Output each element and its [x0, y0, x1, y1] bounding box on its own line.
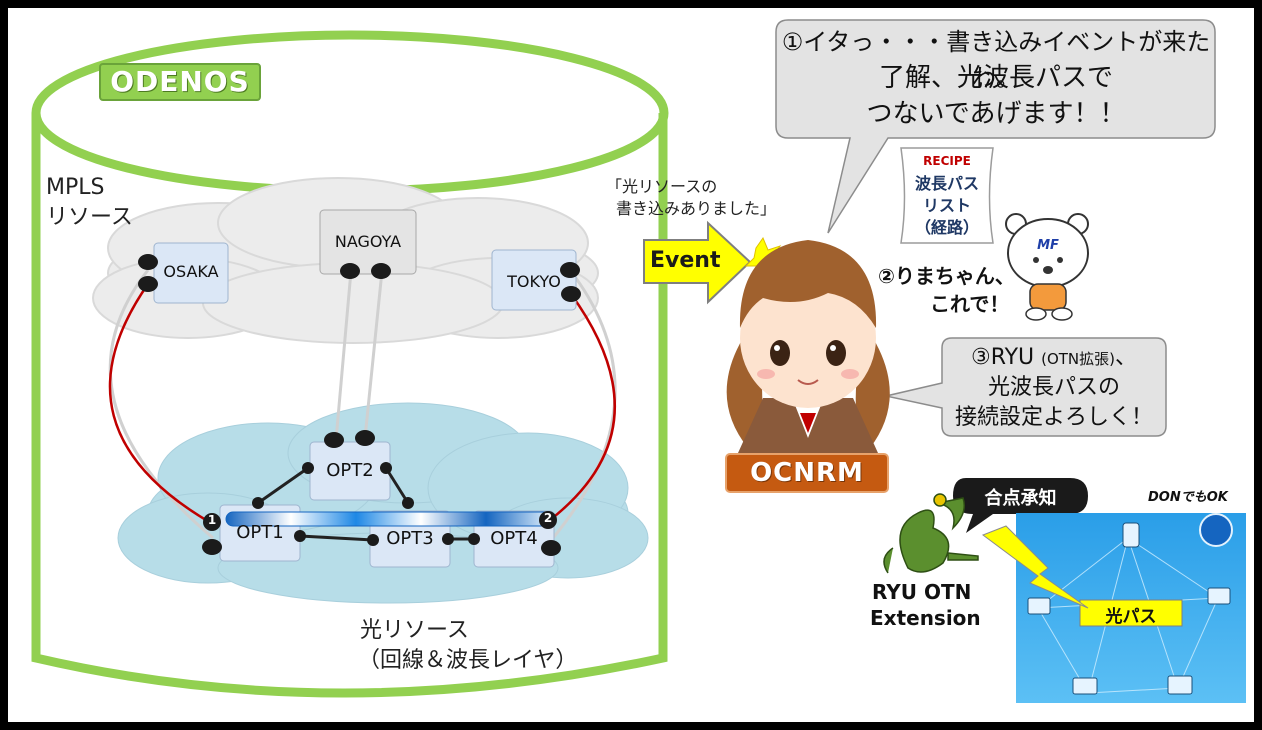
odenos-badge-bg — [99, 63, 261, 101]
event-arrow-label: Event — [650, 248, 721, 273]
red-link-tokyo-opt4 — [549, 293, 616, 521]
ocnrm-badge: OCNRM — [750, 458, 864, 488]
recipe-tag: RECIPE — [923, 154, 971, 168]
recipe-scroll — [900, 147, 994, 244]
node-osaka-box — [153, 242, 229, 304]
ryu-bubble-text: 合点承知 — [984, 488, 1057, 509]
bubble3-line3: 接続設定よろしく！ — [954, 405, 1153, 430]
node-tokyo-box — [491, 249, 577, 311]
network-devices — [1027, 522, 1231, 695]
odenos-cylinder-body — [31, 113, 668, 698]
mf-bear-icon — [1005, 213, 1089, 321]
bubble1-line1: ①イタっ・・・書き込みイベントが来たわ。 — [781, 28, 1211, 92]
step2-line1: ②りまちゃん、 — [878, 264, 1015, 288]
bubble3-shape — [885, 337, 1167, 437]
node-nagoya-label: NAGOYA — [334, 232, 402, 251]
port-marker-1: 1 — [207, 513, 217, 527]
port-marker-2: 2 — [543, 511, 553, 525]
red-link-osaka-opt1 — [108, 283, 212, 525]
ryu-label-line1: RYU OTN — [872, 580, 972, 604]
optical-path-box — [1079, 599, 1183, 627]
node-opt3-label: OPT3 — [386, 528, 434, 549]
event-arrow — [643, 220, 752, 305]
optical-path-label: 光パス — [1105, 607, 1157, 627]
node-opt4-label: OPT4 — [490, 528, 538, 549]
ocnrm-badge-bg — [725, 453, 889, 493]
step2-line2: これで！ — [930, 292, 1010, 316]
recipe-line3: （経路） — [914, 218, 979, 237]
don-label: DONでもOK — [1148, 490, 1228, 505]
node-tokyo-label: TOKYO — [507, 272, 561, 291]
bubble1-line3: つないであげます！！ — [866, 99, 1126, 129]
odenos-badge: ODENOS — [110, 65, 250, 98]
bubble3-line1: ③RYU (OTN拡張)、 — [942, 344, 1166, 373]
event-note-line1: 「光リソースの — [606, 177, 718, 196]
node-osaka-label: OSAKA — [163, 262, 219, 281]
bubble1-shape — [775, 19, 1216, 234]
bubble3-prefix: ③RYU — [970, 345, 1042, 370]
ryu-bubble-shape — [953, 478, 1088, 533]
node-opt1-label: OPT1 — [236, 522, 284, 543]
optical-label-line1: 光リソース — [360, 618, 469, 643]
ocnrm-avatar — [726, 240, 890, 453]
recipe-line1: 波長パス — [914, 174, 979, 193]
globe-icon — [1199, 513, 1233, 547]
ryu-dragon-icon — [883, 493, 979, 574]
mpls-label-line1: MPLS — [46, 175, 105, 200]
mascot-label: MF — [1037, 238, 1059, 253]
node-nagoya-box — [319, 209, 417, 275]
event-note-line2: 書き込みありました」 — [616, 199, 777, 218]
diagram-canvas: ODENOS MPLS リソース OSAKA NAGOYA TOKYO OPT1… — [8, 8, 1254, 722]
bubble3-small: (OTN拡張) — [1041, 350, 1116, 368]
bubble3-suffix: 、 — [1115, 345, 1138, 370]
odenos-cylinder-top — [31, 30, 669, 196]
recipe-line2: リスト — [922, 196, 971, 215]
optical-label-line2: （回線＆波長レイヤ） — [358, 648, 578, 673]
diagram-svg — [31, 19, 1246, 703]
bubble3-line2: 光波長パスの — [987, 375, 1120, 400]
bubble1-line2: 了解、光波長パスで — [878, 63, 1113, 93]
ryu-label-line2: Extension — [870, 606, 981, 630]
mpls-label-line2: リソース — [46, 205, 133, 230]
lightning-bolt-icon — [981, 525, 1089, 609]
node-opt2-label: OPT2 — [326, 460, 374, 481]
